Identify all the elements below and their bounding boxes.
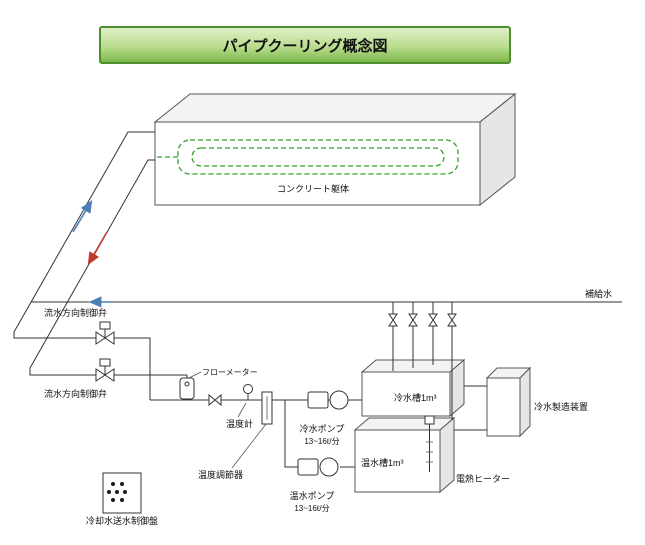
drop-valve-icon-1 bbox=[388, 313, 398, 327]
title-banner: パイプクーリング概念図 bbox=[99, 26, 511, 64]
inline-valve-icon bbox=[208, 393, 222, 407]
label-warm-pump: 温水ポンプ bbox=[290, 490, 335, 501]
drop-valve-icon-4 bbox=[447, 313, 457, 327]
drop-valve-icon-2 bbox=[408, 313, 418, 327]
label-flow-meter: フローメーター bbox=[202, 368, 258, 377]
valve-body-icon bbox=[104, 368, 115, 382]
supply-up-arrow bbox=[72, 199, 93, 233]
valve-actuator-icon bbox=[99, 321, 111, 330]
heater-head bbox=[424, 415, 435, 425]
warm-water-pump bbox=[297, 457, 339, 477]
cold-pump-volute bbox=[329, 390, 349, 410]
label-cold-pump: 冷水ポンプ bbox=[300, 423, 345, 434]
warm-tank-front-face bbox=[354, 429, 441, 493]
cold-water-tank: 冷水槽1m³ bbox=[360, 358, 466, 418]
label-makeup-water: 補給水 bbox=[585, 288, 612, 299]
chiller-unit: 冷水製造装置 bbox=[485, 366, 588, 438]
electric-heater-device bbox=[424, 415, 435, 472]
flow-arrows bbox=[72, 199, 113, 308]
label-temp-controller: 温度調節器 bbox=[198, 469, 243, 480]
drop-valve-icon-3 bbox=[428, 313, 438, 327]
flow-meter-body bbox=[179, 377, 195, 400]
label-thermometer: 温度計 bbox=[226, 418, 253, 429]
warm-pump-volute bbox=[319, 457, 339, 477]
cold-water-pump bbox=[307, 390, 349, 410]
thermometer-bulb-icon bbox=[243, 384, 253, 394]
flow-direction-valve-lower bbox=[95, 358, 115, 382]
valve-body-icon bbox=[95, 368, 106, 382]
coil-inner-loop bbox=[191, 147, 445, 167]
cold-tank-front-face bbox=[361, 371, 451, 417]
control-panel-enclosure bbox=[102, 472, 142, 514]
title-banner-box bbox=[99, 26, 511, 64]
return-down-arrow bbox=[87, 231, 108, 266]
return-pipe-run bbox=[29, 159, 187, 376]
label-warm-pump-rate: 13~16ℓ/分 bbox=[294, 504, 329, 513]
page-title: パイプクーリング概念図 bbox=[222, 37, 387, 55]
warm-tank-right-face bbox=[439, 416, 455, 494]
valve-body-icon bbox=[104, 331, 115, 345]
coil-outer-loop bbox=[177, 139, 459, 175]
warm-tank-top-face bbox=[353, 417, 456, 431]
diagram-labels: 補給水 流水方向制御弁 流水方向制御弁 フローメーター 温度計 温度調節器 冷水… bbox=[44, 288, 612, 526]
thermometer-leader bbox=[237, 402, 247, 418]
control-panel-box bbox=[102, 472, 142, 514]
chiller-front-face bbox=[486, 377, 521, 437]
flow-meter-float bbox=[184, 381, 190, 387]
warm-pump-suction bbox=[284, 400, 300, 468]
label-concrete-body: コンクリート躯体 bbox=[277, 183, 349, 194]
concrete-front-face bbox=[154, 121, 481, 206]
cold-pump-motor bbox=[307, 391, 329, 409]
label-chiller: 冷水製造装置 bbox=[534, 401, 588, 412]
thermometer-device bbox=[243, 384, 273, 425]
flow-meter-leader bbox=[188, 371, 202, 379]
piping-network bbox=[13, 131, 622, 469]
label-cold-tank: 冷水槽1m³ bbox=[394, 392, 437, 403]
warm-pump-motor bbox=[297, 458, 319, 476]
valve-actuator-icon bbox=[99, 358, 111, 367]
label-cold-pump-rate: 13~16ℓ/分 bbox=[304, 437, 339, 446]
warm-water-tank: 温水槽1m³ bbox=[353, 416, 456, 494]
label-warm-tank: 温水槽1m³ bbox=[361, 457, 404, 468]
label-heater: 電熱ヒーター bbox=[456, 473, 510, 484]
concrete-body-box: コンクリート躯体 bbox=[153, 92, 517, 207]
flow-direction-valve-upper bbox=[95, 321, 115, 345]
chiller-right-face bbox=[519, 366, 531, 438]
label-control-panel: 冷却水送水制御盤 bbox=[86, 515, 158, 526]
cooling-pipe-coil bbox=[157, 139, 459, 175]
concrete-top-face bbox=[153, 93, 517, 123]
flow-meter-device bbox=[179, 377, 195, 400]
label-flow-valve-upper: 流水方向制御弁 bbox=[44, 307, 107, 318]
label-flow-valve-lower: 流水方向制御弁 bbox=[44, 388, 107, 399]
makeup-water-drops bbox=[388, 302, 457, 420]
controller-signal-line bbox=[231, 423, 267, 469]
valve-body-icon bbox=[95, 331, 106, 345]
supply-pipe-run bbox=[13, 131, 155, 400]
